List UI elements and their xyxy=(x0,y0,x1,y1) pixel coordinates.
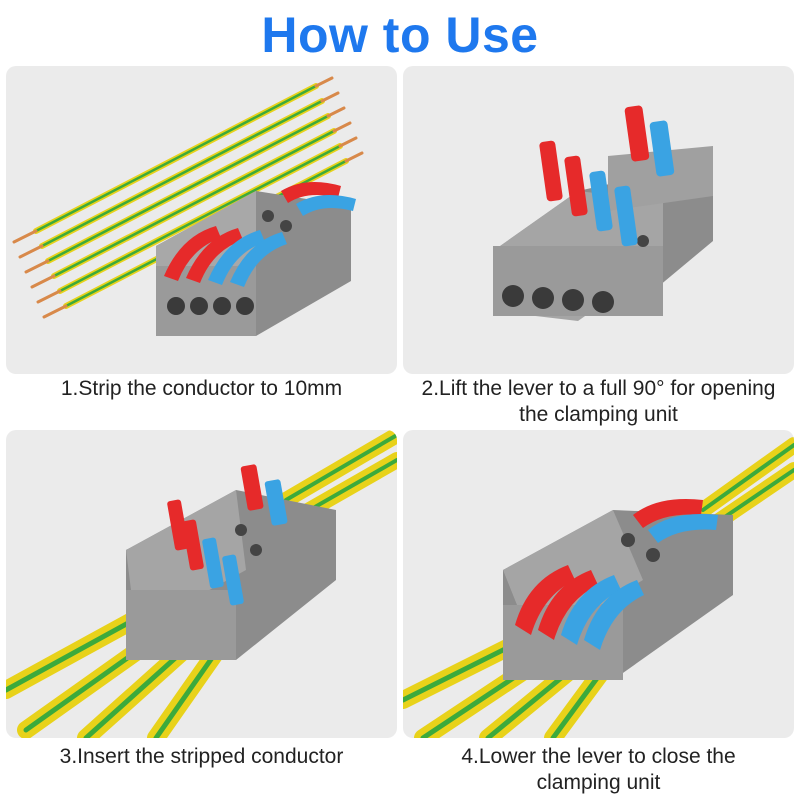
step-4-caption-line2: clamping unit xyxy=(536,771,661,794)
connector-block xyxy=(156,182,356,336)
connector-block-loaded xyxy=(126,464,336,660)
step-1-illustration xyxy=(6,66,397,374)
step-2-caption-line2: the clamping unit xyxy=(519,403,678,426)
step-1-caption-line1: 1.Strip the conductor to 10mm xyxy=(60,377,343,400)
page-title: How to Use xyxy=(261,7,539,63)
step-2-caption: 2.Lift the lever to a full 90° for openi… xyxy=(403,376,794,428)
inserted-wires-right xyxy=(695,437,794,533)
step-2-illustration xyxy=(403,66,794,374)
step-4-caption: 4.Lower the lever to close the clamping … xyxy=(403,744,794,796)
connector-block-open xyxy=(493,105,713,321)
step-3-caption-line1: 3.Insert the stripped conductor xyxy=(59,745,344,768)
step-4-caption-line1: 4.Lower the lever to close the xyxy=(461,745,736,768)
step-1-caption: 1.Strip the conductor to 10mm xyxy=(6,376,397,402)
step-2-caption-line1: 2.Lift the lever to a full 90° for openi… xyxy=(421,377,776,400)
step-3-caption: 3.Insert the stripped conductor xyxy=(6,744,397,770)
step-4-illustration xyxy=(403,430,794,738)
stripped-wires xyxy=(12,76,364,319)
step-3-illustration xyxy=(6,430,397,738)
inserted-wires-right xyxy=(278,430,397,523)
connector-block-closed xyxy=(503,499,733,680)
